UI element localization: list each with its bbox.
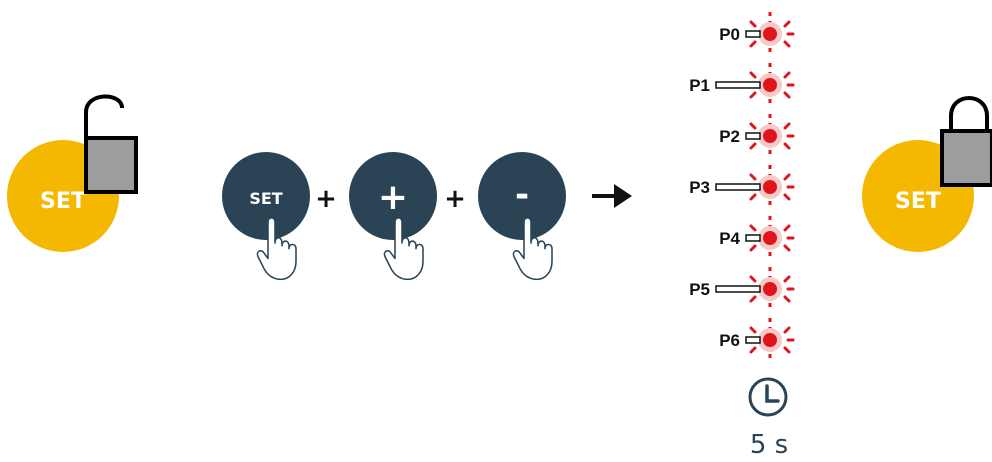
blink-ray — [783, 40, 791, 48]
blink-ray — [783, 193, 791, 201]
led-blinking — [763, 282, 777, 296]
blink-ray — [749, 142, 757, 150]
blink-ray — [749, 173, 757, 181]
blink-ray — [783, 142, 791, 150]
led-blinking — [763, 231, 777, 245]
blink-ray — [749, 244, 757, 252]
indicator-row: P5 — [689, 267, 795, 311]
combo-set-label: SET — [249, 189, 282, 208]
blink-ray — [749, 91, 757, 99]
led-blinking — [763, 129, 777, 143]
left-set-state: SET — [7, 94, 138, 252]
combo-set-button[interactable] — [222, 152, 310, 240]
plus-operator-2: + — [444, 184, 466, 214]
connector-bar — [745, 132, 761, 140]
blink-ray — [749, 295, 757, 303]
blink-ray — [783, 244, 791, 252]
connector-bar — [715, 285, 761, 293]
indicator-row: P1 — [689, 63, 795, 107]
blink-ray — [749, 122, 757, 130]
indicator-row: P4 — [719, 216, 795, 260]
led-blinking — [763, 333, 777, 347]
indicator-row: P0 — [719, 12, 795, 56]
blink-ray — [783, 71, 791, 79]
blink-ray — [783, 173, 791, 181]
combo-plus-button[interactable] — [349, 152, 437, 240]
open-padlock-icon — [84, 94, 138, 194]
blink-ray — [749, 71, 757, 79]
connector-bar — [745, 234, 761, 242]
led-blinking — [763, 27, 777, 41]
timer: 5 s — [748, 377, 788, 460]
plus-operator-1: + — [315, 184, 337, 214]
button-combo: SET + + + - — [222, 152, 632, 281]
blink-ray — [783, 346, 791, 354]
connector-bar — [745, 336, 761, 344]
indicator-row: P3 — [689, 165, 795, 209]
connector-bar — [715, 183, 761, 191]
indicator-label: P5 — [689, 280, 710, 299]
blink-ray — [749, 193, 757, 201]
timer-value: 5 s — [750, 430, 788, 460]
blink-ray — [783, 122, 791, 130]
indicator-label: P0 — [719, 25, 740, 44]
blink-ray — [783, 91, 791, 99]
blink-ray — [749, 20, 757, 28]
right-set-label: SET — [895, 189, 941, 214]
indicator-row: P6 — [719, 318, 795, 362]
closed-padlock-icon — [940, 96, 992, 187]
connector-bar — [745, 30, 761, 38]
blink-ray — [783, 20, 791, 28]
combo-plus-label: + — [378, 177, 408, 218]
blink-ray — [749, 346, 757, 354]
left-set-label: SET — [40, 189, 86, 214]
clock-icon — [748, 377, 788, 417]
combo-minus-label: - — [515, 175, 529, 215]
blink-ray — [783, 326, 791, 334]
indicator-label: P1 — [689, 76, 710, 95]
blink-ray — [749, 224, 757, 232]
indicator-label: P4 — [719, 229, 740, 248]
blink-ray — [749, 40, 757, 48]
right-arrow-icon — [592, 184, 632, 208]
led-blinking — [763, 78, 777, 92]
indicator-label: P6 — [719, 331, 740, 350]
indicator-row: P2 — [719, 114, 795, 158]
connector-bar — [715, 81, 761, 89]
indicator-label: P3 — [689, 178, 710, 197]
blink-ray — [783, 275, 791, 283]
combo-minus-button[interactable] — [478, 152, 566, 240]
blink-ray — [783, 224, 791, 232]
indicator-label: P2 — [719, 127, 740, 146]
blink-ray — [783, 295, 791, 303]
blink-ray — [749, 275, 757, 283]
led-blinking — [763, 180, 777, 194]
right-set-state: SET — [862, 96, 992, 252]
blink-ray — [749, 326, 757, 334]
